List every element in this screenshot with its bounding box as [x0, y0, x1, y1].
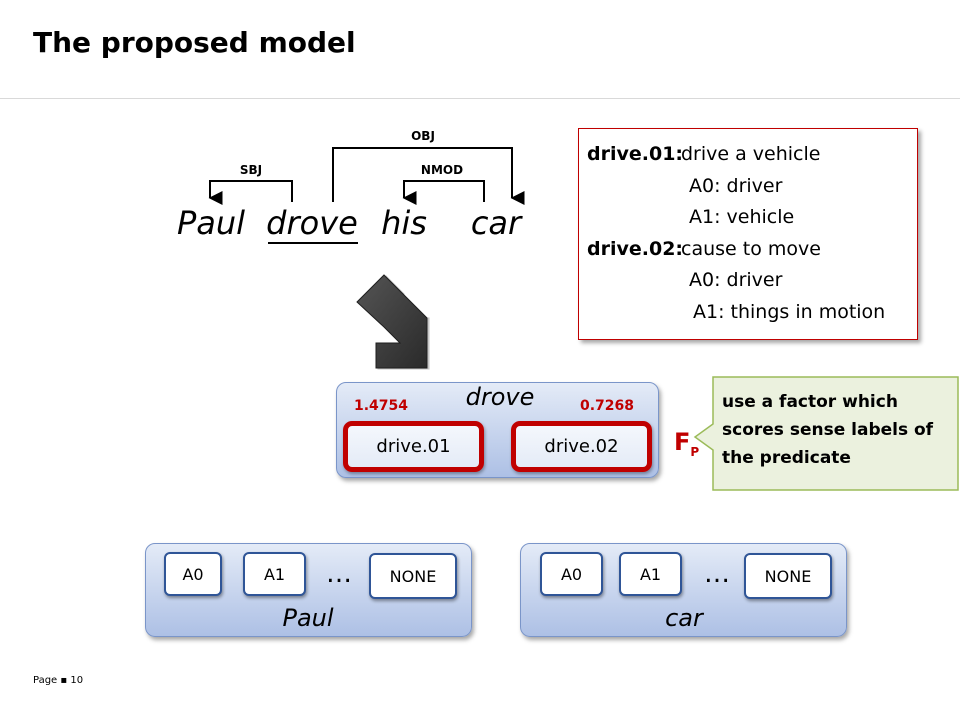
sense-role: A1: things in motion [693, 300, 886, 323]
factor-label: FP [674, 428, 699, 459]
sense-key: drive.01: [587, 143, 684, 165]
sense-node-drive02: drive.02 [511, 421, 652, 472]
word-his: his [381, 204, 427, 242]
score-drive01: 1.4754 [354, 398, 409, 414]
sense-line: drive.02: cause to move [579, 234, 917, 266]
sense-node-drive01: drive.01 [343, 421, 484, 472]
page-number: Page ▪ 10 [33, 675, 84, 686]
role-node-a0: A0 [540, 552, 603, 596]
role-node-a0: A0 [164, 552, 222, 596]
dep-label-sbj: SBJ [239, 163, 263, 177]
role-node-a1: A1 [619, 552, 682, 596]
dep-label-obj: OBJ [411, 129, 435, 143]
factor-letter: F [674, 428, 691, 456]
factor-subscript: P [690, 444, 700, 459]
word-paul: Paul [176, 204, 246, 242]
sense-gloss: drive a vehicle [681, 143, 821, 165]
ellipsis: … [326, 559, 352, 589]
dep-label-nmod: NMOD [420, 163, 464, 177]
callout-text: use a factor which scores sense labels o… [722, 392, 934, 468]
argument-label-car: car [665, 604, 703, 632]
score-drive02: 0.7268 [580, 398, 635, 414]
role-node-none: NONE [369, 553, 457, 599]
slide-title: The proposed model [33, 26, 356, 59]
word-drove: drove [266, 204, 358, 242]
sense-role-line: A1: things in motion [579, 297, 917, 329]
sense-role: A0: driver [689, 269, 783, 291]
sense-definition-box: drive.01: drive a vehicle A0: driver A1:… [578, 128, 918, 340]
predicate-underline [268, 242, 358, 244]
sense-line: drive.01: drive a vehicle [579, 139, 917, 171]
word-car: car [470, 204, 522, 242]
predicate-label: drove [465, 383, 535, 411]
sense-key: drive.02: [587, 237, 684, 260]
argument-label-paul: Paul [282, 604, 334, 632]
sense-role-line: A0: driver [579, 171, 917, 203]
role-node-a1: A1 [243, 552, 306, 596]
sense-gloss: cause to move [681, 237, 821, 260]
title-divider [0, 98, 960, 99]
role-node-none: NONE [744, 553, 832, 599]
sense-role-line: A0: driver [579, 265, 917, 297]
sense-role: A0: driver [689, 174, 783, 197]
sense-role: A1: vehicle [689, 206, 795, 228]
ellipsis: … [704, 559, 730, 589]
sense-role-line: A1: vehicle [579, 202, 917, 234]
